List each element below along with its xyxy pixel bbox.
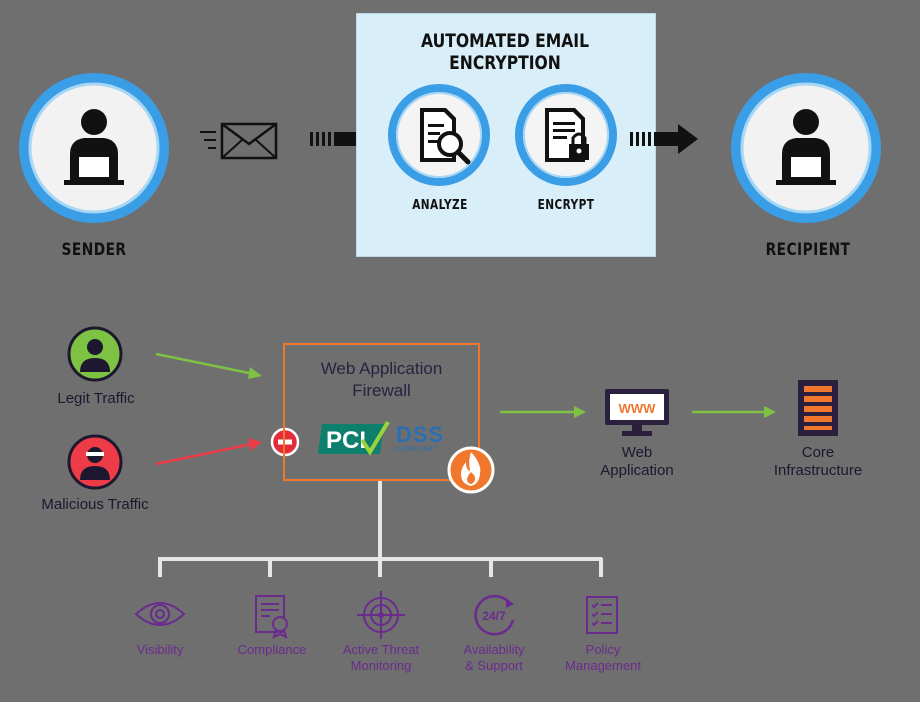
core-infrastructure-label: Core Infrastructure — [758, 444, 878, 480]
dss-text: DSS — [396, 422, 445, 447]
legit-traffic-label: Legit Traffic — [57, 390, 135, 407]
clock-24-7-icon: 24/7 — [474, 594, 515, 636]
feature-label-compliance: Compliance — [212, 642, 332, 658]
hacker-icon — [80, 447, 110, 480]
firewall-title-line2: Firewall — [352, 381, 411, 400]
feature-label-availability-line1: Availability — [463, 642, 525, 657]
malicious-traffic-label: Malicious Traffic — [41, 496, 149, 513]
sender-avatar — [19, 73, 169, 223]
block-icon — [270, 427, 300, 457]
core-infrastructure-label-line2: Infrastructure — [773, 462, 863, 479]
web-application-firewall-box — [283, 343, 480, 481]
fire-icon — [447, 446, 495, 494]
dss-compliant-text: COMPLIANT — [396, 446, 437, 453]
feature-label-visibility: Visibility — [100, 642, 220, 658]
encrypt-step — [515, 84, 617, 186]
malicious-traffic-avatar — [67, 434, 123, 490]
feature-label-visibility-line1: Visibility — [136, 642, 184, 657]
certificate-icon — [255, 595, 288, 639]
feature-label-compliance-line1: Compliance — [237, 642, 307, 657]
analyze-step — [388, 84, 490, 186]
pci-text: PCI — [326, 427, 366, 454]
feature-label-policy-line1: Policy — [585, 642, 621, 657]
malicious-traffic-arrow — [155, 438, 262, 466]
web-application-label-line1: Web — [621, 444, 653, 461]
web-application-label-line2: Application — [600, 462, 674, 479]
feature-label-policy-line2: Management — [565, 658, 641, 673]
dss-logo: DSS COMPLIANT — [396, 424, 456, 454]
document-search-icon — [420, 108, 471, 165]
eye-icon — [134, 602, 186, 626]
recipient-avatar — [731, 73, 881, 223]
server-rack-icon — [798, 380, 838, 436]
flow-arrow-out — [630, 124, 698, 154]
person-laptop-icon — [776, 109, 836, 185]
checklist-icon — [586, 596, 618, 634]
sender-label: SENDER — [61, 240, 127, 260]
www-text: WWW — [619, 401, 657, 416]
web-application-label: Web Application — [577, 444, 697, 480]
document-lock-icon — [545, 108, 589, 162]
web-application-monitor-icon: WWW — [605, 389, 669, 436]
webapp-to-core-arrow — [692, 406, 776, 418]
person-laptop-icon — [64, 109, 124, 185]
recipient-label: RECIPIENT — [765, 240, 851, 260]
feature-tree-connector — [158, 481, 603, 577]
firewall-title: Web Application Firewall — [283, 358, 480, 402]
feature-label-availability: Availability & Support — [434, 642, 554, 674]
user-icon — [80, 339, 110, 372]
legit-traffic-avatar — [67, 326, 123, 382]
feature-label-active-threat-line2: Monitoring — [350, 658, 412, 673]
feature-label-active-threat: Active Threat Monitoring — [321, 642, 441, 674]
core-infrastructure-label-line1: Core — [801, 444, 835, 461]
envelope-icon — [200, 122, 278, 160]
clock-24-7-text: 24/7 — [482, 609, 506, 623]
feature-label-availability-line2: & Support — [465, 658, 523, 673]
firewall-title-line1: Web Application — [320, 359, 443, 378]
analyze-label: ANALYZE — [412, 198, 468, 213]
feature-label-active-threat-line1: Active Threat — [342, 642, 420, 657]
pci-logo: PCI — [318, 420, 390, 456]
firewall-to-webapp-arrow — [500, 406, 586, 418]
encrypt-label: ENCRYPT — [537, 198, 595, 213]
legit-traffic-arrow — [155, 352, 262, 379]
email-encryption-title: AUTOMATED EMAIL ENCRYPTION — [420, 30, 589, 74]
crosshair-icon — [357, 591, 405, 639]
feature-label-policy: Policy Management — [543, 642, 663, 674]
